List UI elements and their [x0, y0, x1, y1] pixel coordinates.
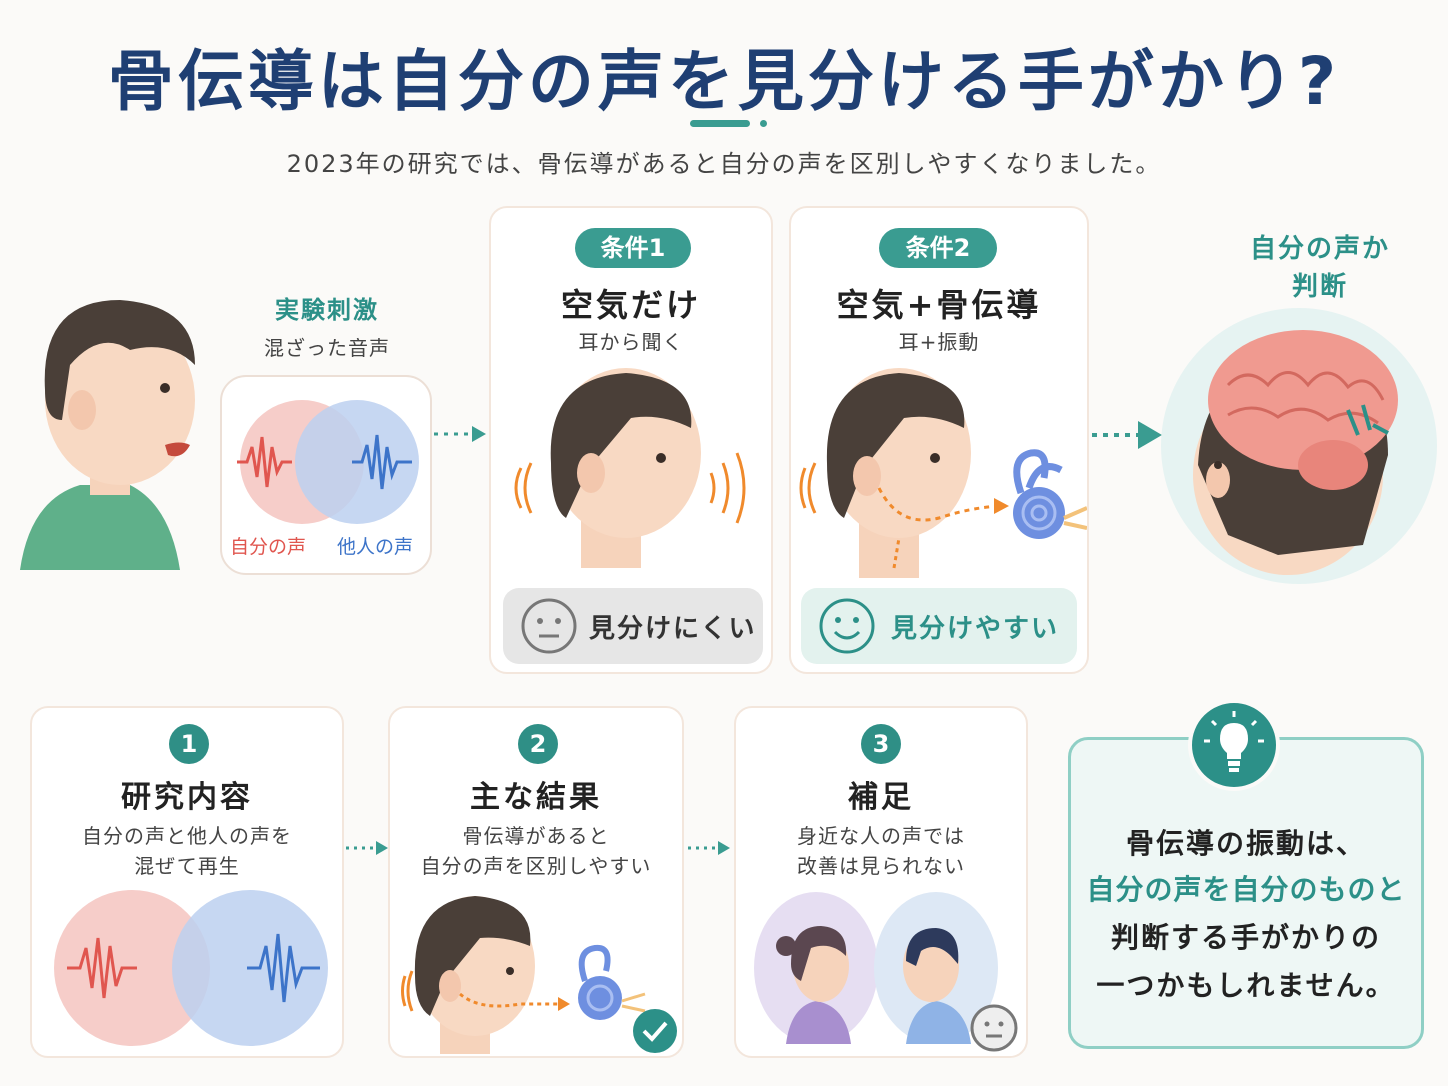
page-title: 骨伝導は自分の声を見分ける手がかり?: [107, 43, 1341, 120]
condition1-card: 条件1 空気だけ 耳から聞く 見分けにくい: [489, 206, 773, 674]
condition1-badge: 条件1: [575, 228, 691, 268]
familiar-voices-illustration: [754, 892, 1018, 1052]
neutral-face-icon: [970, 1004, 1018, 1052]
page-subtitle: 2023年の研究では、骨伝導があると自分の声を区別しやすくなりました。: [286, 150, 1162, 178]
stimulus-heading: 実験刺激: [275, 296, 379, 324]
stimulus-sub: 混ざった音声: [264, 336, 390, 360]
step2-card: 2 主な結果 骨伝導があると 自分の声を区別しやすい: [388, 706, 684, 1058]
check-icon: [633, 1009, 677, 1053]
judgement-line2: 判断: [1291, 272, 1348, 302]
brain-judgement-illustration: [1161, 308, 1437, 584]
condition2-badge: 条件2: [879, 228, 997, 268]
own-voice-label: 自分の声: [230, 536, 307, 558]
other-voice-label: 他人の声: [337, 536, 414, 558]
mixed-voice-icon: [54, 890, 328, 1046]
stimulus-bubble: 自分の声 他人の声: [220, 375, 432, 575]
condition2-result-label: 見分けやすい: [891, 613, 1060, 644]
child-speaking-illustration: [20, 300, 195, 570]
bone-conduction-result-illustration: [401, 896, 677, 1054]
conclusion-line1: 骨伝導の振動は、: [1125, 827, 1366, 860]
arrow-icon: [434, 426, 486, 442]
step2-title: 主な結果: [470, 780, 602, 815]
step2-line2: 自分の声を区別しやすい: [420, 854, 652, 878]
brain-icon: [1208, 330, 1398, 490]
condition1-result: 見分けにくい: [503, 588, 763, 664]
condition1-result-label: 見分けにくい: [589, 613, 757, 644]
arrow-icon: [346, 841, 388, 855]
judgement-line1: 自分の声か: [1249, 234, 1390, 264]
neutral-face-icon: [521, 598, 577, 654]
condition2-card: 条件2 空気+骨伝導 耳+振動 見分けやすい: [789, 206, 1089, 674]
smile-face-icon: [819, 598, 875, 654]
condition1-title: 空気だけ: [560, 286, 701, 324]
step2-number: 2: [518, 724, 558, 764]
step1-line2: 混ぜて再生: [134, 854, 240, 878]
mixed-voice-icon: [237, 400, 419, 524]
conclusion-line2: 自分の声を自分のものと: [1086, 873, 1406, 906]
step2-line1: 骨伝導があると: [462, 824, 610, 848]
step3-card: 3 補足 身近な人の声では 改善は見られない: [734, 706, 1028, 1058]
step1-number: 1: [169, 724, 209, 764]
condition2-sub: 耳+振動: [898, 330, 980, 354]
step1-card: 1 研究内容 自分の声と他人の声を 混ぜて再生: [30, 706, 344, 1058]
child-bone-conduction-illustration: [799, 368, 1087, 578]
child-ear-illustration: [514, 368, 746, 568]
step1-line1: 自分の声と他人の声を: [82, 824, 292, 848]
conclusion-line4: 一つかもしれません。: [1096, 969, 1396, 1002]
arrow-icon: [1092, 421, 1162, 449]
lightbulb-icon: [1188, 699, 1280, 791]
step3-title: 補足: [848, 780, 914, 815]
conclusion-line3: 判断する手がかりの: [1110, 921, 1381, 954]
step1-title: 研究内容: [121, 780, 253, 815]
condition1-sub: 耳から聞く: [578, 330, 684, 354]
step3-line2: 改善は見られない: [797, 854, 965, 878]
cochlea-icon: [1013, 449, 1087, 539]
condition2-title: 空気+骨伝導: [836, 286, 1042, 324]
title-divider: [690, 120, 750, 127]
step3-number: 3: [861, 724, 901, 764]
title-divider-dot: [760, 120, 767, 127]
step3-line1: 身近な人の声では: [797, 824, 965, 848]
condition2-result: 見分けやすい: [801, 588, 1077, 664]
arrow-icon: [688, 841, 730, 855]
